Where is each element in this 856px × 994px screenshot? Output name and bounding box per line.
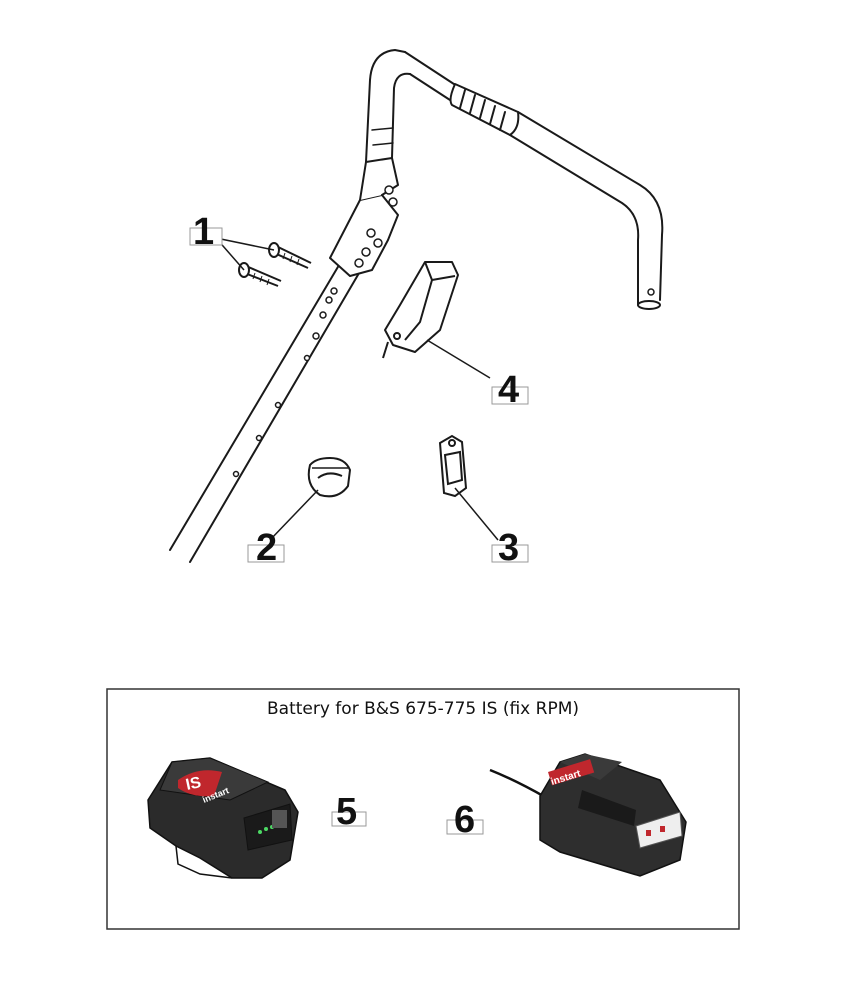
callout-3-label: 3	[498, 527, 519, 569]
part-5-battery: IS instart	[147, 757, 299, 879]
part-2-ring-clip	[307, 456, 352, 498]
callout-1: 1	[189, 211, 223, 253]
callout-2: 2	[247, 527, 285, 569]
callout-4-label: 4	[498, 369, 519, 411]
callout-4: 4	[491, 369, 529, 411]
charger-led-indicators	[646, 826, 665, 836]
part-4-clip	[382, 261, 459, 359]
callout-5-label: 5	[336, 791, 357, 833]
callout-3: 3	[491, 527, 529, 569]
part-3-cable-holder	[438, 434, 468, 498]
part-1-screws	[238, 242, 312, 287]
part-6-charger: instart	[489, 753, 687, 877]
callout-6-label: 6	[454, 799, 475, 841]
battery-box-title: Battery for B&S 675-775 IS (fix RPM)	[267, 699, 579, 719]
callout-1-label: 1	[193, 211, 214, 253]
callout-2-label: 2	[256, 527, 277, 569]
callout-5: 5	[331, 791, 367, 833]
battery-is-badge: IS	[184, 774, 203, 794]
callout-6: 6	[446, 799, 484, 841]
handle-assembly	[169, 49, 664, 563]
